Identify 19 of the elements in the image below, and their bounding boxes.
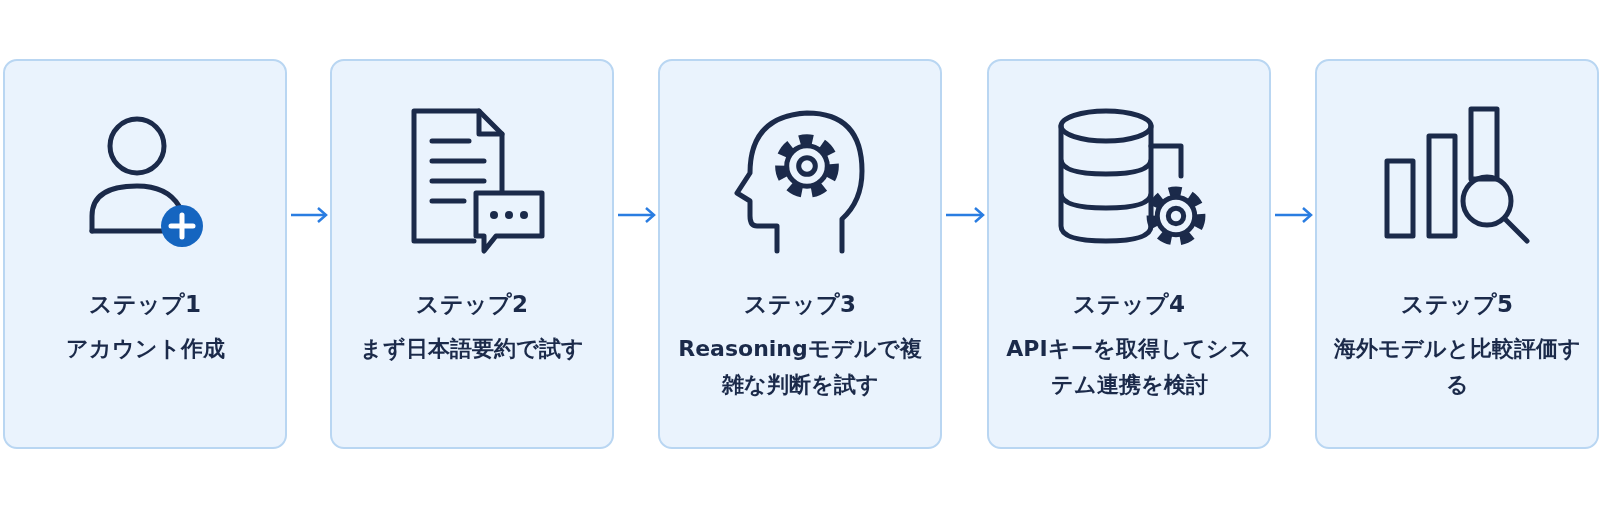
step-description: 海外モデルと比較評価する — [1332, 335, 1582, 399]
step-card — [3, 59, 287, 449]
step-description: APIキーを取得してシステム連携を検討 — [1005, 335, 1253, 399]
arrow — [946, 206, 985, 224]
arrow — [1275, 206, 1313, 224]
step-title: ステップ4 — [1072, 290, 1186, 319]
arrow — [618, 206, 656, 224]
step-card — [987, 59, 1271, 449]
step-title: ステップ3 — [743, 290, 857, 319]
step-description: まず日本語要約で試す — [359, 335, 585, 363]
step-card — [1315, 59, 1599, 449]
step-title: ステップ5 — [1400, 290, 1514, 319]
step-description: Reasoningモデルで複雑な判断を試す — [677, 335, 923, 399]
step-title: ステップ2 — [415, 290, 529, 319]
arrow — [291, 206, 328, 224]
step-card — [658, 59, 942, 449]
step-description: アカウント作成 — [64, 335, 226, 363]
step-card — [330, 59, 614, 449]
step-title: ステップ1 — [88, 290, 202, 319]
